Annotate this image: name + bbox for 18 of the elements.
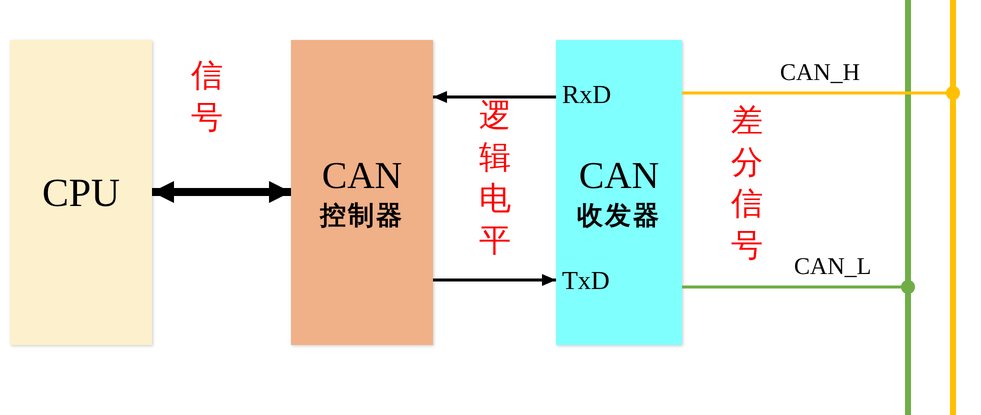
- controller-box: [291, 40, 433, 345]
- double-arrow: [152, 181, 291, 203]
- annotation-text: 信号: [190, 55, 224, 138]
- box-title: CAN: [578, 154, 660, 198]
- transceiver-box: [556, 40, 682, 345]
- annotation-text: 差分信号: [730, 100, 764, 266]
- pin-name: RxD: [562, 80, 612, 110]
- signal-line: [682, 86, 960, 100]
- box-subtitle: 控制器: [320, 200, 404, 232]
- box-title: CAN: [322, 154, 402, 198]
- box-title: CPU: [42, 168, 120, 216]
- arrow: [433, 91, 556, 103]
- arrow: [433, 274, 556, 286]
- box-subtitle: 收发器: [577, 200, 661, 232]
- signal-line: [682, 280, 915, 294]
- annotation-text: 逻辑电平: [478, 95, 512, 261]
- cpu-box: [10, 40, 152, 345]
- pin-name: TxD: [562, 266, 610, 296]
